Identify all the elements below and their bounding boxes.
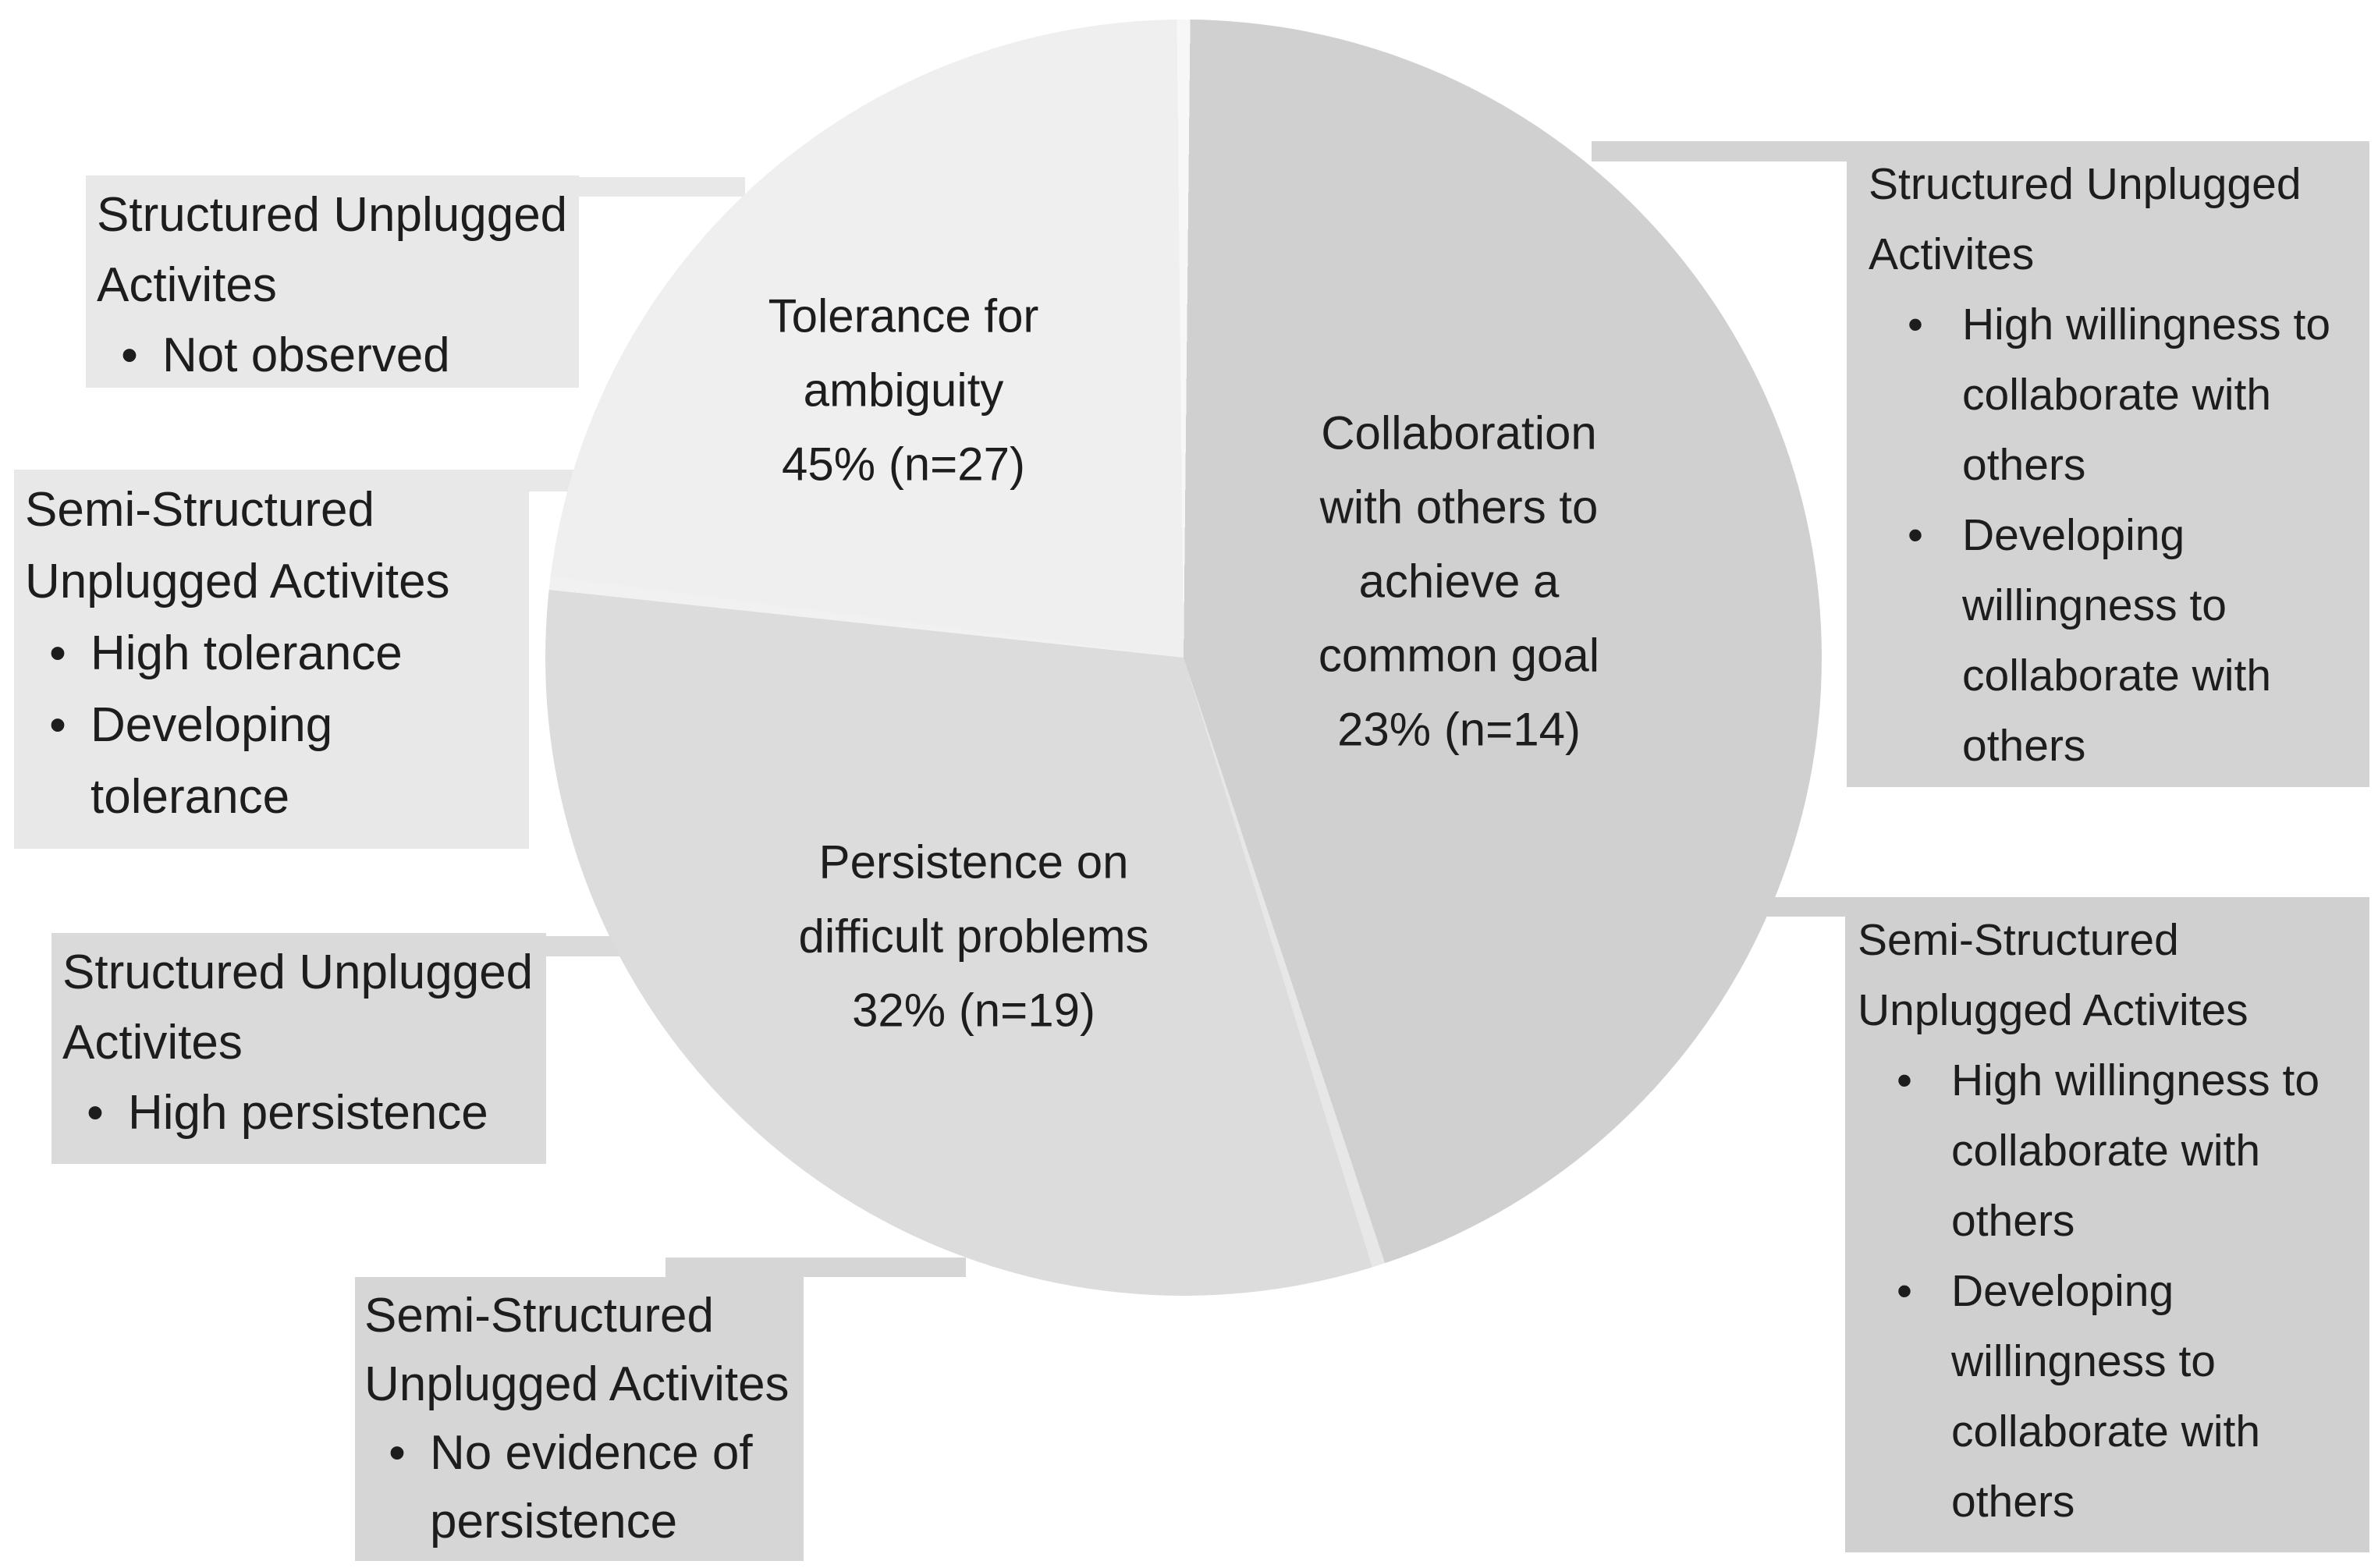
bullet-item: • Developing tolerance [25, 690, 521, 833]
bullet-text: Developing willingness to collaborate wi… [1962, 510, 2272, 771]
callout-bullets: • High willingness to collaborate with ot… [1869, 289, 2362, 781]
text-line: Semi-Structured [1858, 915, 2179, 965]
text-line: 23% (n=14) [1337, 703, 1581, 756]
text-line: Unplugged Activites [25, 555, 450, 608]
connector-top-right [1592, 141, 1849, 161]
bullet-marker-icon: • [121, 328, 138, 382]
slice-label-tolerance: Tolerance for ambiguity 45% (n=27) [768, 279, 1039, 502]
callout-bullets: • High tolerance • Developing tolerance [25, 618, 521, 833]
connector-top-left [577, 177, 745, 197]
text-line: difficult problems [798, 910, 1149, 963]
bullet-item: • High willingness to collaborate with ot… [1869, 289, 2362, 500]
bullet-text: Developing willingness to collaborate wi… [1951, 1266, 2261, 1527]
text-line: Unplugged Activites [1858, 985, 2248, 1035]
text-line: Structured Unplugged [97, 188, 568, 242]
bullet-marker-icon: • [1897, 1055, 1912, 1105]
text-line: common goal [1318, 629, 1600, 682]
bullet-text: High tolerance [91, 626, 403, 680]
bullet-text: Not observed [162, 328, 450, 382]
bullet-text: High willingness to collaborate with oth… [1951, 1055, 2320, 1246]
bullet-marker-icon: • [87, 1086, 104, 1140]
callout-bullets: • No evidence of persistence [364, 1419, 796, 1556]
text-line: Structured Unplugged [1869, 159, 2302, 209]
connector-bottom [665, 1258, 966, 1277]
bullet-item: • High tolerance [25, 618, 521, 690]
text-line: 32% (n=19) [852, 984, 1095, 1037]
text-line: Tolerance for [768, 289, 1039, 342]
callout-bullets: • High persistence [62, 1078, 538, 1148]
bullet-marker-icon: • [49, 626, 66, 680]
text-line: 45% (n=27) [782, 438, 1025, 491]
text-line: Unplugged Activites [364, 1357, 790, 1411]
bullet-text: Developing tolerance [91, 698, 333, 824]
bullet-marker-icon: • [1908, 510, 1923, 560]
bullet-item: • Not observed [97, 321, 571, 391]
callout-bullets: • Not observed [97, 321, 571, 391]
bullet-marker-icon: • [1908, 300, 1923, 349]
text-line: Collaboration [1321, 406, 1597, 459]
text-line: achieve a [1358, 555, 1560, 608]
text-line: Activites [1869, 229, 2035, 279]
text-line: Semi-Structured [25, 483, 374, 537]
slice-label-collaboration: Collaboration with others to achieve a comm… [1319, 396, 1599, 767]
slice-label-persistence: Persistence on difficult problems 32% (n=1… [798, 825, 1148, 1048]
bullet-marker-icon: • [49, 698, 66, 752]
bullet-text: High willingness to collaborate with oth… [1962, 300, 2331, 490]
pie-chart [545, 20, 1822, 1296]
bullet-marker-icon: • [1897, 1266, 1912, 1316]
text-line: Semi-Structured [364, 1289, 714, 1343]
connector-bottom-right [1767, 897, 1849, 917]
text-line: ambiguity [803, 364, 1004, 417]
bullet-item: • Developing willingness to collaborate w… [1858, 1256, 2362, 1537]
text-line: with others to [1319, 481, 1599, 534]
text-line: Activites [97, 258, 277, 312]
bullet-item: • Developing willingness to collaborate w… [1869, 500, 2362, 781]
connector-low-left [545, 936, 623, 956]
callout-bullets: • High willingness to collaborate with ot… [1858, 1045, 2362, 1537]
text-line: Structured Unplugged [62, 945, 534, 999]
bullet-marker-icon: • [389, 1426, 406, 1480]
bullet-text: No evidence of persistence [430, 1426, 753, 1548]
bullet-item: • High persistence [62, 1078, 538, 1148]
text-line: Persistence on [818, 835, 1129, 889]
bullet-text: High persistence [128, 1086, 488, 1140]
bullet-item: • High willingness to collaborate with ot… [1858, 1045, 2362, 1256]
text-line: Activites [62, 1016, 243, 1070]
bullet-item: • No evidence of persistence [364, 1419, 796, 1556]
